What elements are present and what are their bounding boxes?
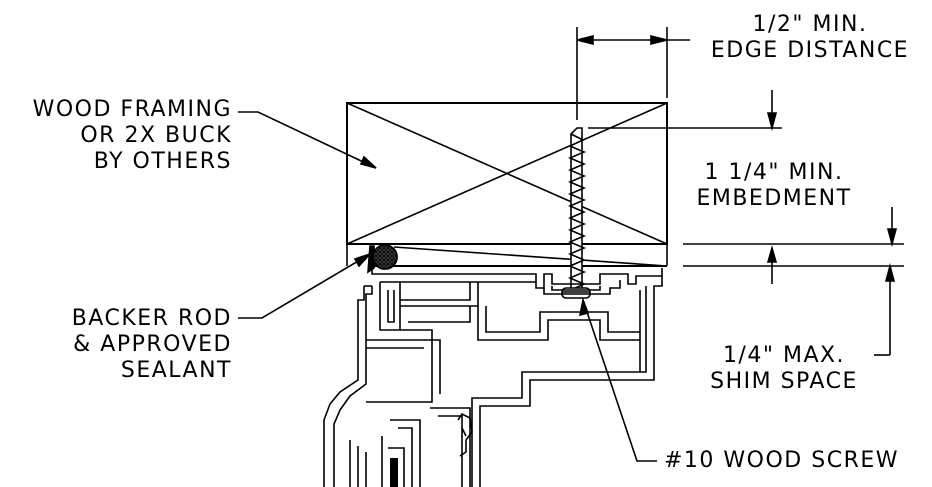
embedment-line-1: 1 1/4" MIN. [704, 160, 844, 185]
wood-screw-text: #10 WOOD SCREW [664, 448, 900, 473]
backer-rod-line-3: SEALANT [120, 358, 232, 383]
wood-framing-line-1: WOOD FRAMING [32, 97, 232, 122]
edge-distance-dimension [576, 27, 690, 120]
wood-framing-label: WOOD FRAMING OR 2X BUCK BY OTHERS [33, 97, 232, 175]
shim-space-line-2: SHIM SPACE [710, 369, 858, 394]
wood-screw-label: #10 WOOD SCREW [664, 448, 899, 474]
shim-space-line-1: 1/4" MAX. [722, 343, 846, 368]
edge-distance-line-2: EDGE DISTANCE [710, 38, 910, 63]
backer-rod-line-1: BACKER ROD [71, 306, 232, 331]
shim-space-label: 1/4" MAX. SHIM SPACE [696, 343, 872, 395]
wood-framing-line-3: BY OTHERS [93, 149, 232, 174]
backer-rod-line-2: & APPROVED [73, 332, 232, 357]
shim-space [346, 244, 668, 267]
wood-framing-line-2: OR 2X BUCK [80, 123, 232, 148]
backer-rod-sealant [367, 244, 398, 274]
edge-distance-label: 1/2" MIN. EDGE DISTANCE [700, 12, 920, 64]
wood-framing-block [346, 102, 668, 245]
embedment-label: 1 1/4" MIN. EMBEDMENT [676, 160, 872, 212]
shim-space-dimension [683, 207, 904, 356]
embedment-dimension [588, 90, 904, 245]
embedment-line-2: EMBEDMENT [696, 186, 852, 211]
window-frame-profile [323, 268, 663, 487]
backer-rod-label: BACKER ROD & APPROVED SEALANT [72, 306, 232, 384]
edge-distance-line-1: 1/2" MIN. [752, 12, 868, 37]
leader-lines [238, 111, 657, 462]
wood-screw [561, 127, 591, 299]
